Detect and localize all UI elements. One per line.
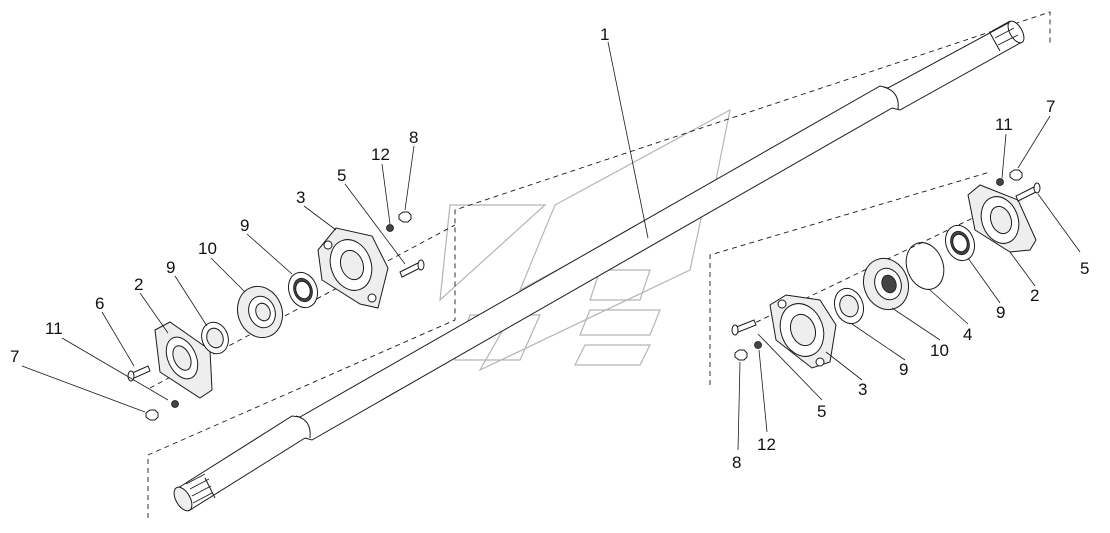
callout-left-11: 11 xyxy=(45,319,63,338)
callout-left-7: 7 xyxy=(10,347,19,366)
right-flange-2 xyxy=(967,184,1037,253)
callout-labels: 1 2 6 11 7 9 10 9 3 5 12 8 11 7 5 2 9 4 … xyxy=(10,25,1089,472)
spline-left xyxy=(173,473,213,512)
callout-left-9a: 9 xyxy=(166,258,175,277)
left-washer-12 xyxy=(386,224,394,232)
left-bolt-5 xyxy=(399,259,425,278)
left-bolt-6 xyxy=(127,365,151,382)
right-nut-7 xyxy=(1009,169,1023,181)
left-nut-8 xyxy=(398,211,412,223)
right-oring-4 xyxy=(905,242,945,290)
callout-right-4: 4 xyxy=(963,325,972,344)
callout-1: 1 xyxy=(600,25,609,44)
callout-right-9b: 9 xyxy=(996,303,1005,322)
right-bolt-5b xyxy=(1015,182,1041,202)
callout-left-5: 5 xyxy=(337,166,346,185)
callout-left-10: 10 xyxy=(198,239,217,258)
callout-right-11: 11 xyxy=(995,115,1013,134)
left-seal-9a xyxy=(201,321,229,355)
callout-right-2: 2 xyxy=(1030,286,1039,305)
callout-right-8: 8 xyxy=(732,453,741,472)
right-bearing-10 xyxy=(862,257,910,311)
callout-right-3: 3 xyxy=(858,380,867,399)
callout-right-7: 7 xyxy=(1046,97,1055,116)
callout-right-10: 10 xyxy=(930,341,949,360)
right-washer-12 xyxy=(754,341,762,349)
right-bolt-5a xyxy=(731,319,757,336)
left-assembly-outline xyxy=(147,11,1051,518)
left-flange-2 xyxy=(154,321,213,399)
left-seal-9b xyxy=(287,271,319,309)
callout-right-5a: 5 xyxy=(817,402,826,421)
callout-left-8: 8 xyxy=(409,128,418,147)
callout-left-12: 12 xyxy=(371,145,390,164)
left-housing-3 xyxy=(317,227,389,309)
right-assembly-outline xyxy=(709,171,991,385)
right-housing-3 xyxy=(769,294,837,369)
shaft xyxy=(173,20,1025,512)
callout-left-2: 2 xyxy=(134,275,143,294)
callout-left-9b: 9 xyxy=(240,216,249,235)
right-seal-9a xyxy=(833,287,865,325)
leader-lines xyxy=(21,41,1081,451)
left-bearing-10 xyxy=(236,285,284,339)
callout-left-6: 6 xyxy=(95,294,104,313)
callout-right-5b: 5 xyxy=(1080,259,1089,278)
spline-right xyxy=(991,20,1025,46)
left-washer-11 xyxy=(171,400,179,408)
callout-right-12: 12 xyxy=(757,435,776,454)
right-nut-8 xyxy=(734,349,748,361)
right-washer-11 xyxy=(996,178,1004,186)
right-seal-9b xyxy=(944,224,976,262)
callout-right-9a: 9 xyxy=(899,360,908,379)
left-nut-7 xyxy=(145,409,159,421)
callout-left-3: 3 xyxy=(296,188,305,207)
